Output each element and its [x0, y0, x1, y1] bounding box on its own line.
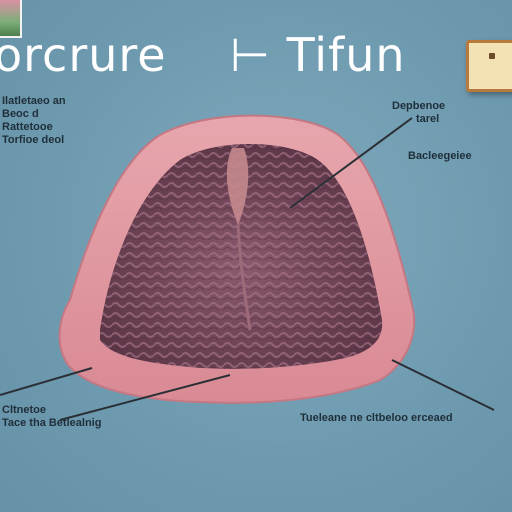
- central-ridge: [226, 148, 249, 225]
- label-bottom-right: Tueleane ne cltbeloo erceaed: [300, 412, 453, 424]
- label-mid-right: Bacleegeiee: [408, 150, 472, 162]
- leader-line-bottom-right: [391, 359, 495, 411]
- leader-line-bottom-left-2: [59, 374, 231, 421]
- leader-line-top-right: [289, 117, 413, 209]
- title-separator: ⊢: [229, 28, 271, 82]
- title-right: Tifun: [286, 28, 406, 82]
- title-left: orcrure: [0, 28, 167, 82]
- label-top-left: Ilatletaeo an Beoc d Rattetooe Torfioe d…: [2, 95, 66, 146]
- folder-icon[interactable]: [466, 40, 512, 92]
- image-thumbnail-icon: [0, 0, 22, 38]
- page-title: orcrure ⊢ Tifun: [0, 28, 414, 84]
- label-bottom-left: Cltnetoe Tace tha Betlealnig: [2, 404, 102, 429]
- label-top-right: Depbenoe tarel: [392, 100, 446, 125]
- leader-line-bottom-left-1: [0, 367, 93, 396]
